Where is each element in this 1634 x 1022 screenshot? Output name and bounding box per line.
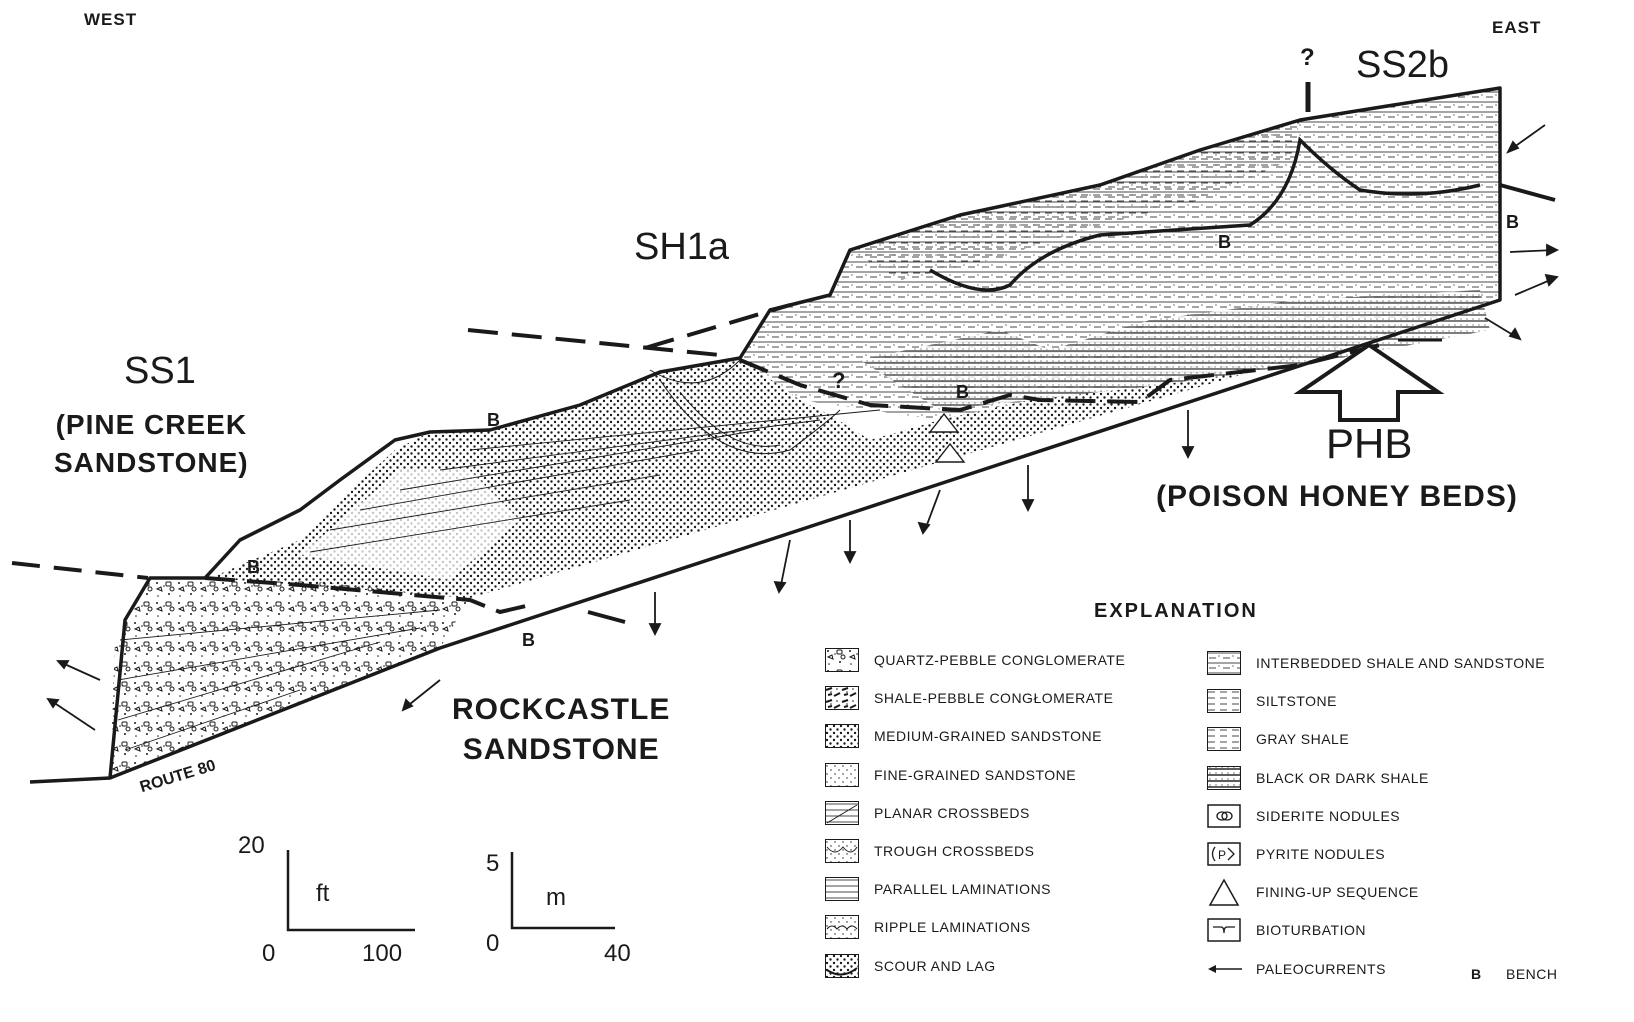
bench-marker: B bbox=[1506, 212, 1519, 233]
legend-label: RIPPLE LAMINATIONS bbox=[874, 919, 1031, 935]
trough-crossbeds-swatch-icon bbox=[822, 839, 862, 863]
east-contact bbox=[1500, 185, 1555, 200]
legend-label: GRAY SHALE bbox=[1256, 731, 1349, 747]
svg-text:P: P bbox=[1218, 848, 1226, 862]
scale-meters-unit: m bbox=[546, 884, 566, 912]
question-mark: ? bbox=[832, 368, 845, 394]
gray-shale-swatch-icon bbox=[1204, 727, 1244, 751]
legend-item: BIOTURBATION bbox=[1204, 915, 1366, 945]
phb-label: PHB bbox=[1326, 420, 1412, 468]
ss1-label: SS1 bbox=[124, 350, 196, 393]
scale-bar-feet bbox=[288, 850, 415, 930]
legend-label: SILTSTONE bbox=[1256, 693, 1337, 709]
scale-meters-vertical: 5 bbox=[486, 850, 499, 878]
siltstone-swatch-icon bbox=[1204, 689, 1244, 713]
legend-label: BIOTURBATION bbox=[1256, 922, 1366, 938]
legend-label: TROUGH CROSSBEDS bbox=[874, 843, 1034, 859]
legend-label: SIDERITE NODULES bbox=[1256, 808, 1400, 824]
legend-label: QUARTZ-PEBBLE CONGLOMERATE bbox=[874, 652, 1125, 668]
scale-feet-vertical: 20 bbox=[238, 832, 265, 860]
left-arrow-icon bbox=[1204, 957, 1244, 981]
medium-grained-sandstone-swatch-icon bbox=[822, 724, 862, 748]
legend-item: GRAY SHALE bbox=[1204, 724, 1349, 754]
legend-title: EXPLANATION bbox=[1094, 600, 1258, 623]
legend-label: PALEOCURRENTS bbox=[1256, 961, 1386, 977]
triangle-icon bbox=[1204, 880, 1244, 904]
siderite-nodule-icon bbox=[1204, 804, 1244, 828]
bench-marker: B bbox=[956, 382, 969, 403]
legend-item: SCOUR AND LAG bbox=[822, 951, 996, 981]
bench-symbol: B bbox=[1471, 966, 1482, 982]
dashed-projection-mid bbox=[468, 305, 790, 355]
west-label: WEST bbox=[84, 10, 137, 30]
legend-item: SIDERITE NODULES bbox=[1204, 801, 1400, 831]
interbedded-shale-sandstone-swatch-icon bbox=[1204, 651, 1244, 675]
legend-label: SHALE-PEBBLE CONGŁOMERATE bbox=[874, 690, 1113, 706]
pine-creek-sandstone-label: (PINE CREEK SANDSTONE) bbox=[54, 406, 249, 482]
shale-pebble-conglomerate-swatch-icon bbox=[822, 686, 862, 710]
legend-label: FINING-UP SEQUENCE bbox=[1256, 884, 1419, 900]
legend-item: TROUGH CROSSBEDS bbox=[822, 836, 1034, 866]
parallel-laminations-swatch-icon bbox=[822, 877, 862, 901]
scale-meters-horizontal: 40 bbox=[604, 940, 631, 968]
bench-marker: B bbox=[247, 557, 260, 578]
dashed-projection-west bbox=[12, 563, 148, 578]
bench-marker: B bbox=[1218, 232, 1231, 253]
legend-item: RIPPLE LAMINATIONS bbox=[822, 912, 1031, 942]
legend-label: MEDIUM-GRAINED SANDSTONE bbox=[874, 728, 1102, 744]
dashed-projection-lower bbox=[588, 612, 625, 622]
legend-item: QUARTZ-PEBBLE CONGLOMERATE bbox=[822, 645, 1125, 675]
black-dark-shale-swatch-icon bbox=[1204, 766, 1244, 790]
legend-item: PLANAR CROSSBEDS bbox=[822, 798, 1030, 828]
legend-item: SHALE-PEBBLE CONGŁOMERATE bbox=[822, 683, 1113, 713]
scale-meters-origin: 0 bbox=[486, 930, 499, 958]
legend-item: BLACK OR DARK SHALE bbox=[1204, 763, 1429, 793]
legend-label: PYRITE NODULES bbox=[1256, 846, 1385, 862]
quartz-pebble-conglomerate-swatch-icon bbox=[822, 648, 862, 672]
scale-feet-origin: 0 bbox=[262, 940, 275, 968]
legend-label: BLACK OR DARK SHALE bbox=[1256, 770, 1429, 786]
ripple-laminations-swatch-icon bbox=[822, 915, 862, 939]
rockcastle-sandstone-label: ROCKCASTLE SANDSTONE bbox=[452, 690, 670, 770]
legend-item: P PYRITE NODULES bbox=[1204, 839, 1385, 869]
legend-item: SILTSTONE bbox=[1204, 686, 1337, 716]
scale-feet-horizontal: 100 bbox=[362, 940, 402, 968]
ss2b-label: SS2b bbox=[1356, 44, 1449, 87]
bioturbation-icon bbox=[1204, 918, 1244, 942]
legend-item: PARALLEL LAMINATIONS bbox=[822, 874, 1051, 904]
pyrite-nodule-icon: P bbox=[1204, 842, 1244, 866]
legend-label: PARALLEL LAMINATIONS bbox=[874, 881, 1051, 897]
sh1a-label: SH1a bbox=[634, 226, 729, 269]
poison-honey-beds-label: (POISON HONEY BEDS) bbox=[1156, 478, 1518, 516]
fine-grained-sandstone-swatch-icon bbox=[822, 763, 862, 787]
question-mark: ? bbox=[1300, 44, 1315, 72]
bench-label: BENCH bbox=[1506, 966, 1558, 982]
legend-label: SCOUR AND LAG bbox=[874, 958, 996, 974]
legend-label: FINE-GRAINED SANDSTONE bbox=[874, 767, 1076, 783]
planar-crossbeds-swatch-icon bbox=[822, 801, 862, 825]
scale-feet-unit: ft bbox=[316, 880, 329, 908]
legend-label: PLANAR CROSSBEDS bbox=[874, 805, 1030, 821]
bench-marker: B bbox=[487, 410, 500, 431]
legend-item: INTERBEDDED SHALE AND SANDSTONE bbox=[1204, 648, 1545, 678]
legend-item: PALEOCURRENTS bbox=[1204, 954, 1386, 984]
legend-label: INTERBEDDED SHALE AND SANDSTONE bbox=[1256, 655, 1545, 671]
bench-marker: B bbox=[522, 630, 535, 651]
quartz-pebble-conglomerate-unit bbox=[110, 578, 470, 778]
east-label: EAST bbox=[1492, 18, 1541, 38]
legend-item: FINE-GRAINED SANDSTONE bbox=[822, 760, 1076, 790]
legend-item: MEDIUM-GRAINED SANDSTONE bbox=[822, 721, 1102, 751]
scour-and-lag-swatch-icon bbox=[822, 954, 862, 978]
legend-item: FINING-UP SEQUENCE bbox=[1204, 877, 1419, 907]
